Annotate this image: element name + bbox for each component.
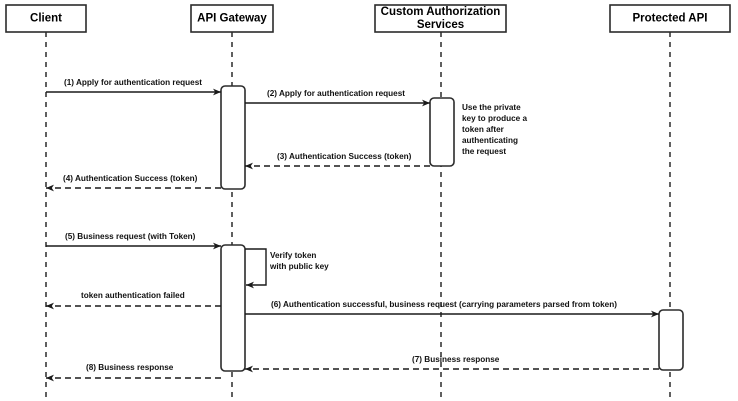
notes-layer: Use the private key to produce a token aft… <box>462 103 528 156</box>
message-label-4: (4) Authentication Success (token) <box>63 174 198 183</box>
participants-layer: Client API Gateway Custom AuthorizationSer… <box>5 4 731 33</box>
message-7[interactable]: (7) Business response <box>245 355 659 373</box>
message-label-7: (7) Business response <box>412 355 500 364</box>
note-line-private-key-note: token after <box>462 125 505 134</box>
message-5[interactable]: (5) Business request (with Token) <box>46 232 221 250</box>
participant-protapi[interactable]: Protected API <box>609 4 731 33</box>
messages-layer: (1) Apply for authentication request (2) … <box>46 78 659 382</box>
participant-box-authsvc[interactable] <box>374 4 507 33</box>
note-line-private-key-note: key to produce a <box>462 114 528 123</box>
self-message-label-verify-token: with public key <box>269 262 329 271</box>
participant-box-protapi[interactable] <box>609 4 731 33</box>
message-fail[interactable]: token authentication failed <box>46 291 221 310</box>
participant-box-gateway[interactable] <box>190 4 274 33</box>
note-line-private-key-note: Use the private <box>462 103 521 112</box>
message-label-3: (3) Authentication Success (token) <box>277 152 412 161</box>
activations-layer <box>220 85 684 372</box>
note-line-private-key-note: authenticating <box>462 136 518 145</box>
participant-label-gateway: API Gateway <box>197 13 267 25</box>
message-label-6: (6) Authentication successful, business … <box>271 300 617 309</box>
participant-gateway[interactable]: API Gateway <box>190 4 274 33</box>
message-8[interactable]: (8) Business response <box>46 363 221 382</box>
note-private-key-note: Use the private key to produce a token aft… <box>462 103 528 156</box>
participant-label-authsvc: Services <box>417 19 464 31</box>
message-label-1: (1) Apply for authentication request <box>64 78 202 87</box>
self-message-verify-token[interactable]: Verify token with public key <box>245 248 329 289</box>
self-message-path-verify-token[interactable] <box>245 248 267 289</box>
message-label-2: (2) Apply for authentication request <box>267 89 405 98</box>
message-label-fail: token authentication failed <box>81 291 185 300</box>
participant-label-client: Client <box>30 13 62 25</box>
message-1[interactable]: (1) Apply for authentication request <box>46 78 221 96</box>
message-6[interactable]: (6) Authentication successful, business … <box>245 300 659 318</box>
message-2[interactable]: (2) Apply for authentication request <box>245 89 430 107</box>
participant-label-authsvc: Custom Authorization <box>381 6 501 18</box>
message-label-8: (8) Business response <box>86 363 174 372</box>
message-label-5: (5) Business request (with Token) <box>65 232 196 241</box>
activation-bar-gateway-act-1 <box>220 85 246 190</box>
participant-client[interactable]: Client <box>5 4 87 33</box>
activation-bar-gateway-act-2 <box>220 244 246 372</box>
participant-box-client[interactable] <box>5 4 87 33</box>
message-3[interactable]: (3) Authentication Success (token) <box>245 152 430 170</box>
note-line-private-key-note: the request <box>462 147 506 156</box>
participant-label-protapi: Protected API <box>633 13 708 25</box>
self-message-label-verify-token: Verify token <box>270 251 316 260</box>
message-4[interactable]: (4) Authentication Success (token) <box>46 174 221 192</box>
activation-bar-protapi-act-1 <box>658 309 684 371</box>
self-messages-layer: Verify token with public key <box>245 248 329 289</box>
activation-bar-authsvc-act-1 <box>429 97 455 167</box>
